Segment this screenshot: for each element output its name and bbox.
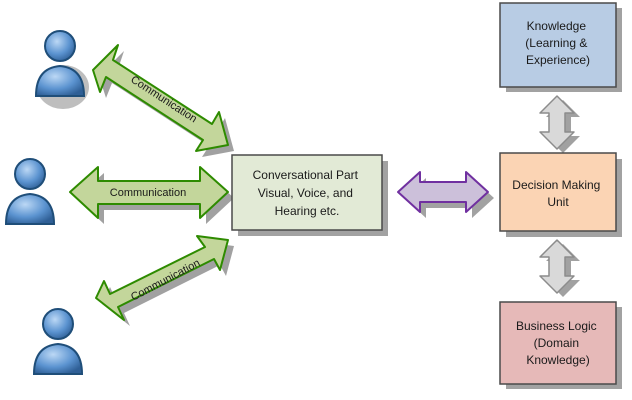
business-logic-box <box>499 301 617 385</box>
connection-arrow-knowledge <box>539 95 575 150</box>
conversational-part-label: Conversational Part Visual, Voice, and H… <box>253 168 362 218</box>
communication-arrow-middle <box>69 166 229 219</box>
user-icon <box>4 158 56 225</box>
connection-arrow-business <box>539 239 575 294</box>
user-icon <box>32 308 84 375</box>
business-logic-label: Business Logic (Domain Knowledge) <box>516 319 600 367</box>
decision-making-unit-box <box>499 152 617 232</box>
knowledge-box <box>499 2 617 88</box>
connection-arrow-purple <box>397 171 489 213</box>
user-icon <box>34 30 89 109</box>
conversational-part-box <box>231 154 383 231</box>
decision-making-unit-label: Decision Making Unit <box>512 178 603 209</box>
communication-arrow-bottom <box>95 235 229 321</box>
knowledge-label: Knowledge (Learning & Experience) <box>525 19 590 67</box>
communication-arrow-top <box>92 44 229 152</box>
communication-label-middle: Communication <box>110 187 186 199</box>
